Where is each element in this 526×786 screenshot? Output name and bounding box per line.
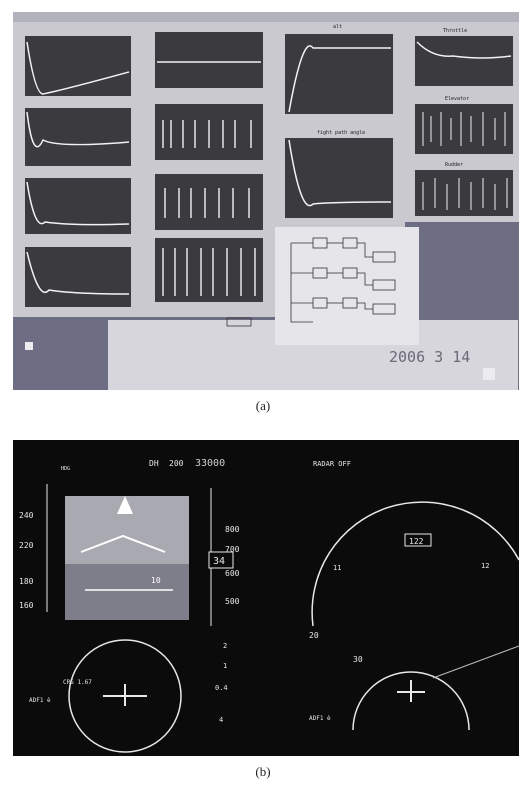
nd-scale-mark: 11 xyxy=(333,564,341,572)
scope-window-4: Throttle Elevator Rudder xyxy=(405,12,519,222)
vsi-label: 1 xyxy=(223,662,227,670)
camera-date-stamp: 2006 3 14 xyxy=(389,348,470,366)
scope-window-2 xyxy=(143,12,275,317)
speed-label: 240 xyxy=(19,511,34,520)
altitude-tape: 800 700 600 500 34 xyxy=(208,488,240,626)
scope-window-3: alt fight path angle xyxy=(275,12,405,227)
vsi-label: 2 xyxy=(223,642,227,650)
alt-select: 33000 xyxy=(195,458,225,469)
alt-current: 34 xyxy=(213,556,225,567)
plot-title-elevator: Elevator xyxy=(445,96,469,102)
plot-title-alt: alt xyxy=(333,24,342,30)
speed-label: 220 xyxy=(19,541,34,550)
crs-label: CRS 1.67 xyxy=(63,679,92,686)
alt-label: 800 xyxy=(225,525,240,534)
compass-rose: CRS 1.67 ADF1 è xyxy=(29,639,182,753)
speed-label: 180 xyxy=(19,577,34,586)
vsi-label: 4 xyxy=(219,716,223,724)
attitude-indicator: 10 xyxy=(65,496,189,620)
dh-value: 200 xyxy=(169,459,184,468)
bank-pointer-icon xyxy=(117,496,133,514)
nd-scale-mark: 12 xyxy=(481,562,489,570)
speed-label: 160 xyxy=(19,601,34,610)
alt-label: 600 xyxy=(225,569,240,578)
nd-adf-label: ADF1 è xyxy=(309,715,331,722)
speed-tape: 240 220 180 160 xyxy=(19,484,48,612)
adi-adf-label: ADF1 è xyxy=(29,697,51,704)
scope-screen-photo: alt fight path angle Throttle Elevator R… xyxy=(13,12,519,390)
plot-title-fight-path-angle: fight path angle xyxy=(317,130,365,136)
vsi-label: 0.4 xyxy=(215,684,228,692)
scope-window-1 xyxy=(13,12,143,317)
range-ring-label: 30 xyxy=(353,655,363,664)
caption-b: (b) xyxy=(255,764,271,779)
vertical-speed: 2 1 0.4 4 xyxy=(215,642,228,724)
plot-title-rudder: Rudder xyxy=(445,162,463,168)
desktop-icon xyxy=(25,342,33,350)
nd-header: RADAR OFF xyxy=(313,460,351,468)
plot-title-throttle: Throttle xyxy=(443,28,467,34)
dh-label: DH xyxy=(149,459,159,468)
alt-label: 700 xyxy=(225,545,240,554)
caption-a: (a) xyxy=(255,398,271,413)
photo-simulink-scopes: alt fight path angle Throttle Elevator R… xyxy=(13,12,519,390)
nd-heading-box: 122 xyxy=(409,537,424,546)
hdg-label: HDG xyxy=(61,466,70,472)
navigation-display: RADAR OFF 122 20 30 11 12 ADF1 è xyxy=(309,460,519,731)
desktop-icon xyxy=(483,368,495,380)
photo-cockpit-displays: DH 200 33000 HDG 240 220 180 160 10 800 … xyxy=(13,440,519,756)
simulink-block-diagram xyxy=(226,227,419,345)
alt-label: 500 xyxy=(225,597,240,606)
pitch-mark: 10 xyxy=(151,576,161,585)
cockpit-display-photo: DH 200 33000 HDG 240 220 180 160 10 800 … xyxy=(13,440,519,756)
range-ring-label: 20 xyxy=(309,631,319,640)
